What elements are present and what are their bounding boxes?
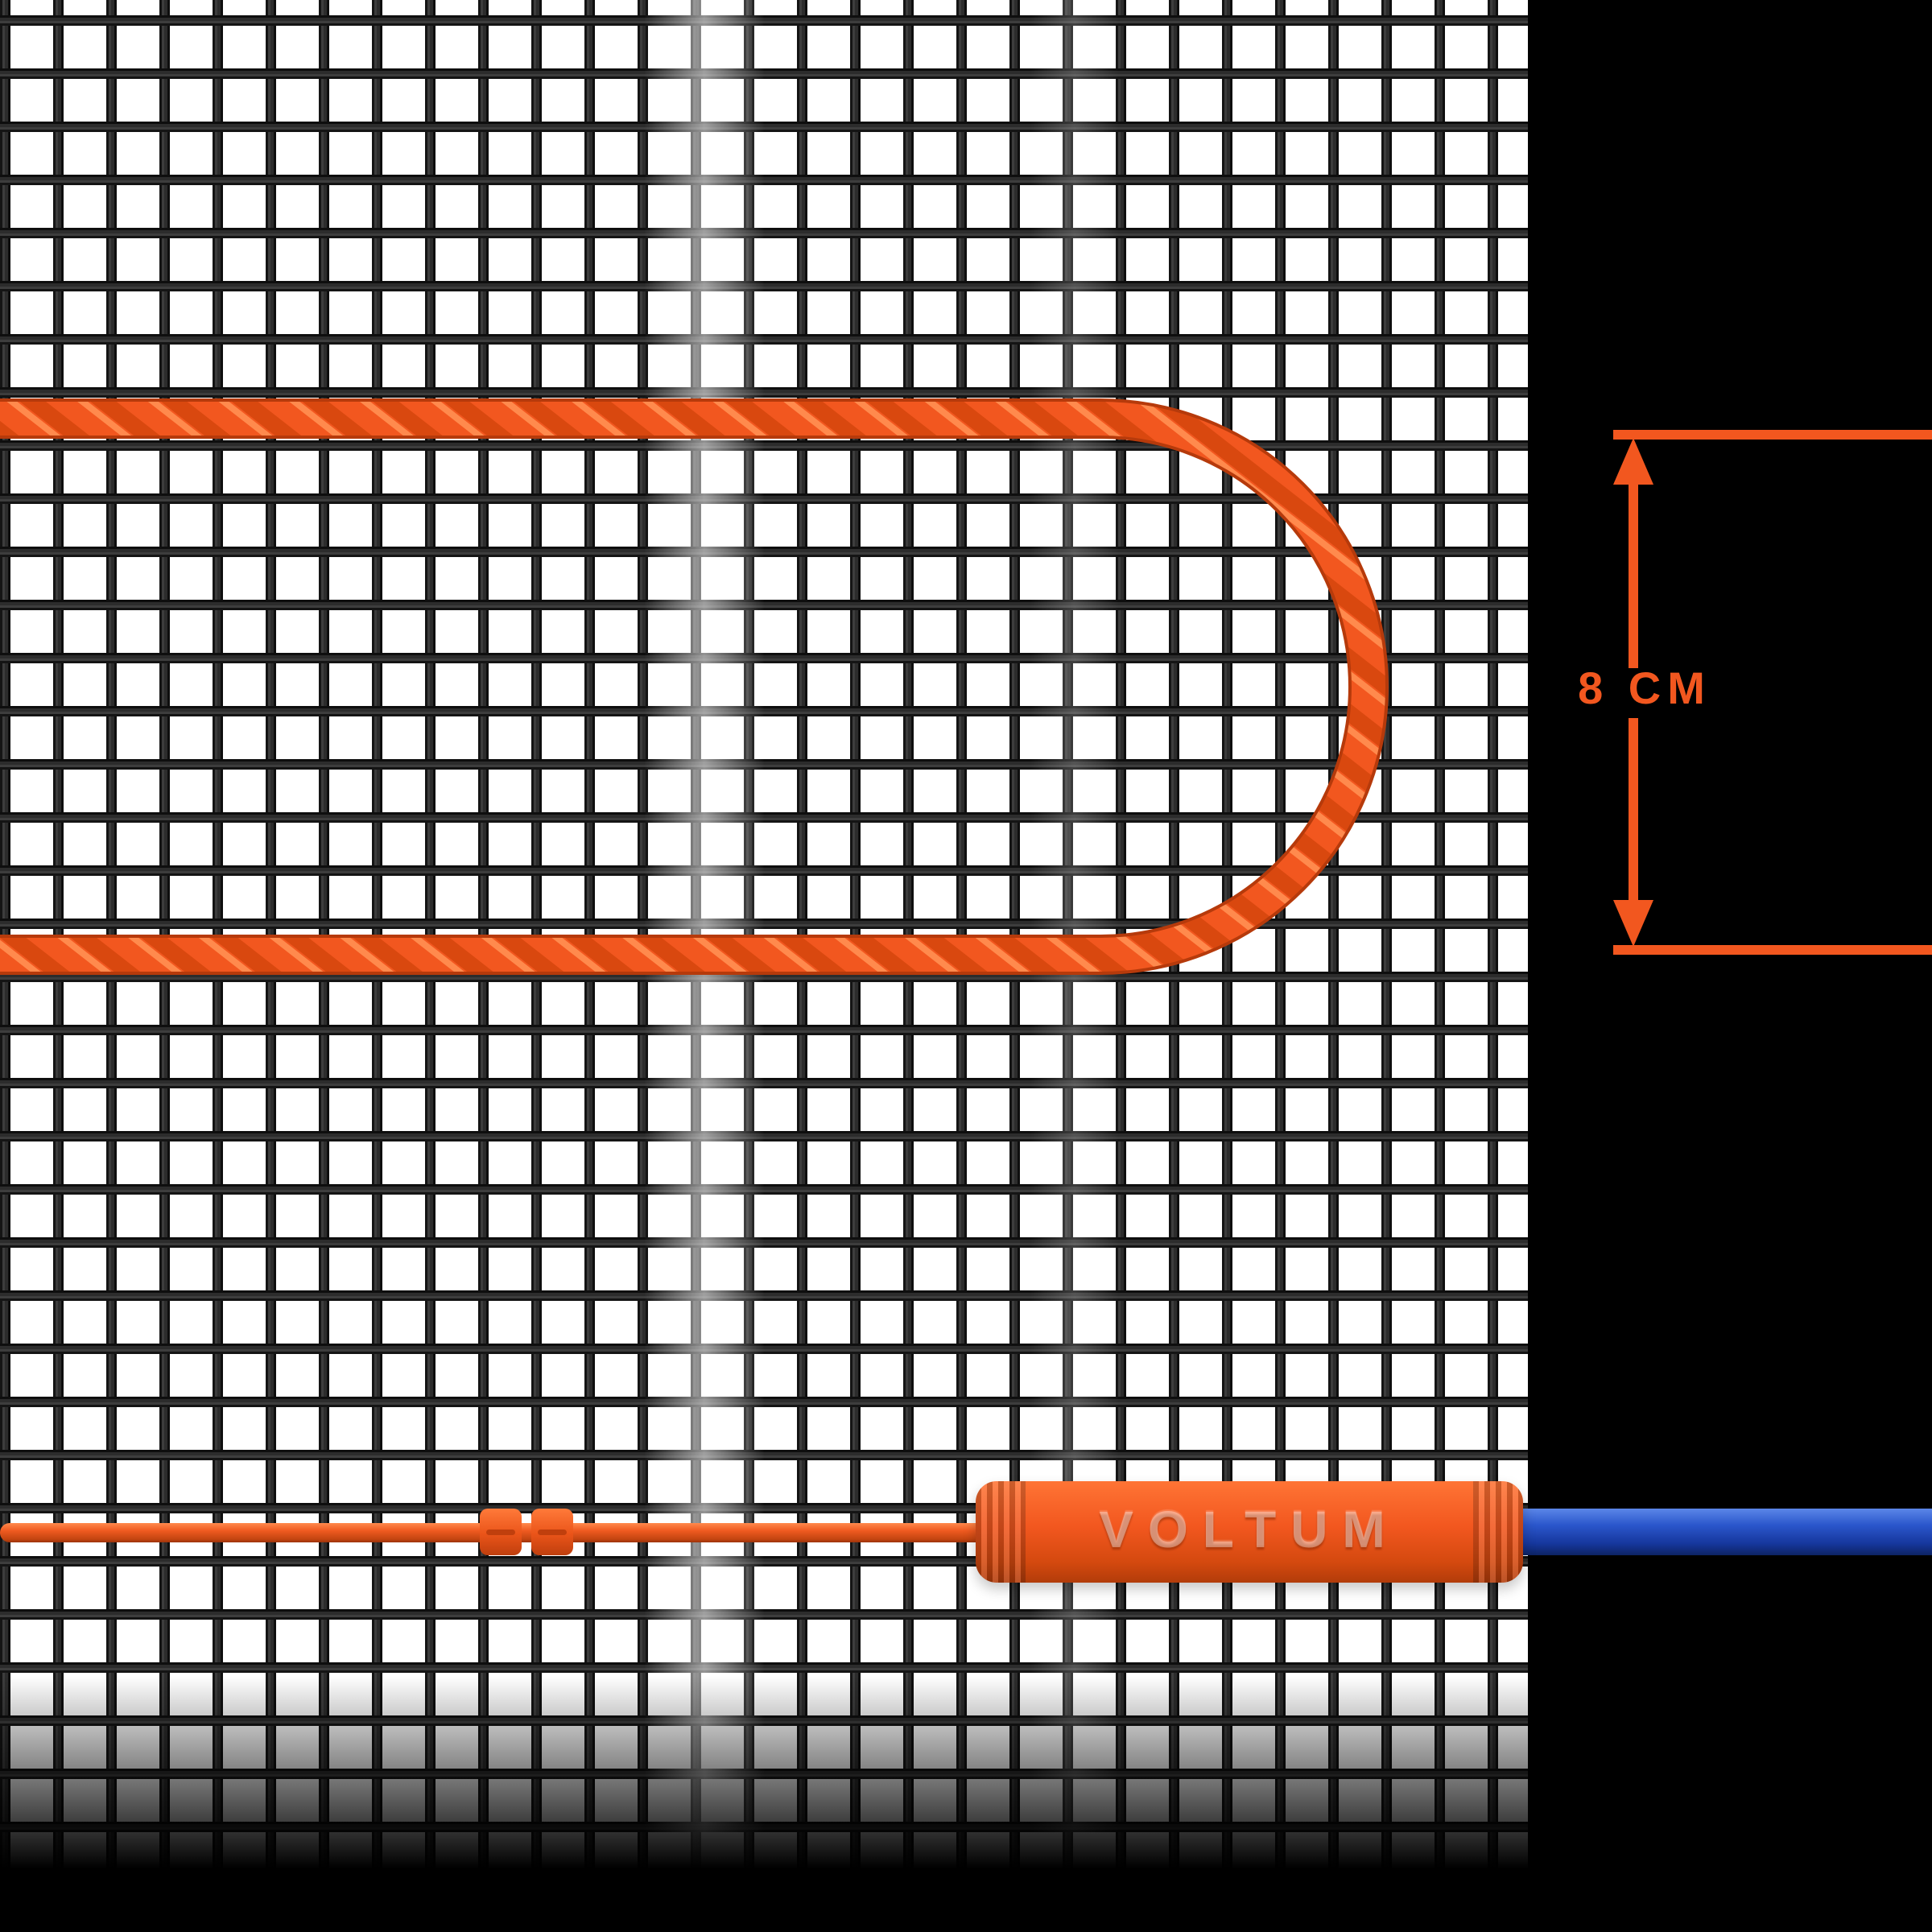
- cable-splice-right: [531, 1509, 573, 1555]
- brand-label: VOLTUM: [1099, 1501, 1400, 1559]
- connector-rib-right: [1473, 1481, 1523, 1583]
- cable-connector: VOLTUM: [976, 1481, 1523, 1583]
- dimension-tick-top: [1613, 430, 1932, 440]
- connector-rib-left: [976, 1481, 1026, 1583]
- dimension-line-upper: [1629, 481, 1638, 668]
- arrow-up-icon: [1613, 438, 1653, 485]
- dimension-line-lower: [1629, 718, 1638, 902]
- dimension-tick-bottom: [1613, 945, 1932, 955]
- dimension-label: 8 CM: [1578, 663, 1711, 713]
- heating-cable-outline: [0, 398, 1389, 975]
- heating-cable-body: [0, 402, 1385, 972]
- arrow-down-icon: [1613, 900, 1653, 947]
- power-lead-cable: [1510, 1509, 1932, 1555]
- cable-splice-left: [480, 1509, 522, 1555]
- bottom-fade: [0, 1676, 1528, 1885]
